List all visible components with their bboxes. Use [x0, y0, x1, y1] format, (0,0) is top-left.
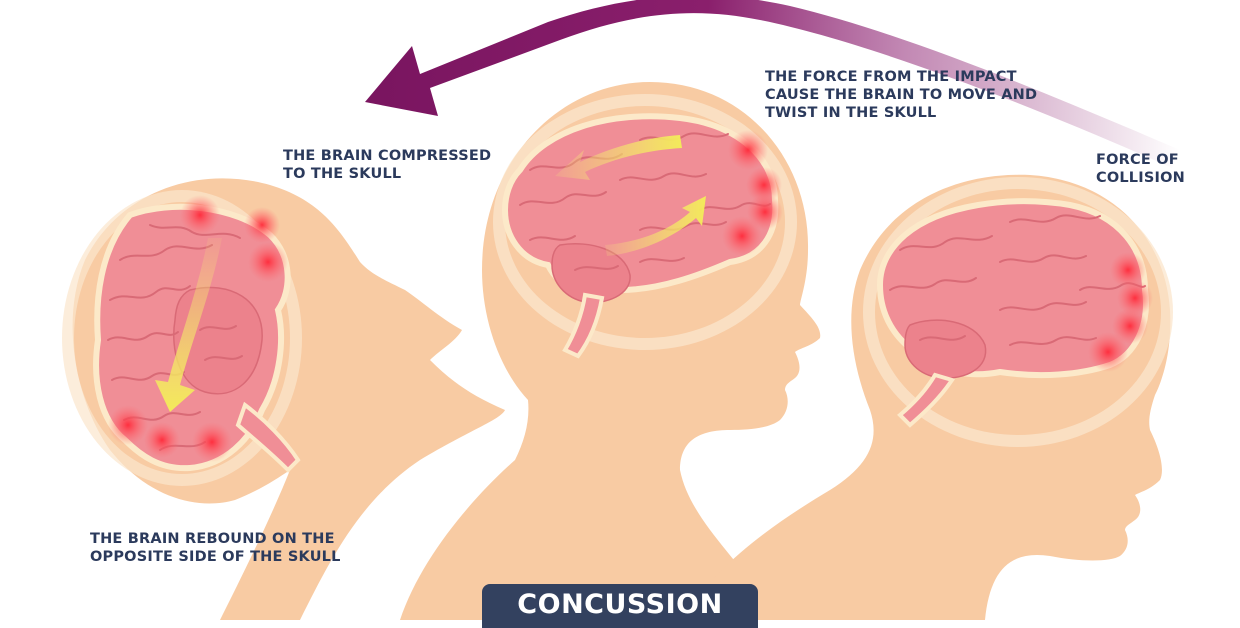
- impact-glow-r3: [1112, 308, 1148, 344]
- impact-glow-r4: [1088, 332, 1128, 372]
- label-line: TWIST IN THE SKULL: [765, 105, 937, 121]
- impact-glow-r2: [1117, 280, 1153, 316]
- label-force-of-collision: FORCE OF COLLISION: [1096, 151, 1185, 187]
- label-brain-compressed: THE BRAIN COMPRESSED TO THE SKULL: [283, 147, 491, 183]
- brainstem-middle: [562, 292, 605, 359]
- label-line: THE BRAIN REBOUND ON THE: [90, 531, 335, 547]
- label-line: THE FORCE FROM THE IMPACT: [765, 69, 1017, 85]
- impact-glow-l6: [192, 422, 232, 462]
- force-arrow: [365, 0, 1180, 168]
- motion-arrow-down-icon: [155, 238, 222, 412]
- label-line: TO THE SKULL: [283, 166, 402, 182]
- motion-arrow-curve-top-icon: [555, 135, 682, 180]
- label-line: THE BRAIN COMPRESSED: [283, 148, 492, 164]
- head-tilted-forward: [680, 174, 1173, 620]
- label-line: OPPOSITE SIDE OF THE SKULL: [90, 549, 341, 565]
- label-line: FORCE OF: [1096, 152, 1179, 168]
- impact-glow-m3: [747, 194, 783, 230]
- title-banner: CONCUSSION: [482, 584, 758, 628]
- brainstem-left: [235, 401, 301, 473]
- impact-glow-m1: [728, 130, 768, 170]
- label-line: CAUSE THE BRAIN TO MOVE AND: [765, 87, 1038, 103]
- impact-glow-l3: [248, 242, 288, 282]
- impact-glow-r1: [1110, 252, 1146, 288]
- motion-arrow-curve-bottom-icon: [605, 196, 706, 256]
- impact-glow-l5: [144, 422, 180, 458]
- impact-glow-m4: [722, 216, 762, 256]
- label-brain-rebound: THE BRAIN REBOUND ON THE OPPOSITE SIDE O…: [90, 530, 341, 566]
- label-line: COLLISION: [1096, 170, 1185, 186]
- impact-glow-l4: [108, 405, 148, 445]
- diagram-title: CONCUSSION: [517, 589, 723, 620]
- brainstem-right: [897, 372, 956, 428]
- impact-glow-m2: [746, 167, 782, 203]
- head-upright: [400, 82, 821, 620]
- label-force-from-impact: THE FORCE FROM THE IMPACT CAUSE THE BRAI…: [765, 68, 1037, 122]
- impact-glow-l2: [244, 207, 280, 243]
- impact-glow-l1: [180, 195, 220, 235]
- head-tilted-back: [62, 178, 505, 620]
